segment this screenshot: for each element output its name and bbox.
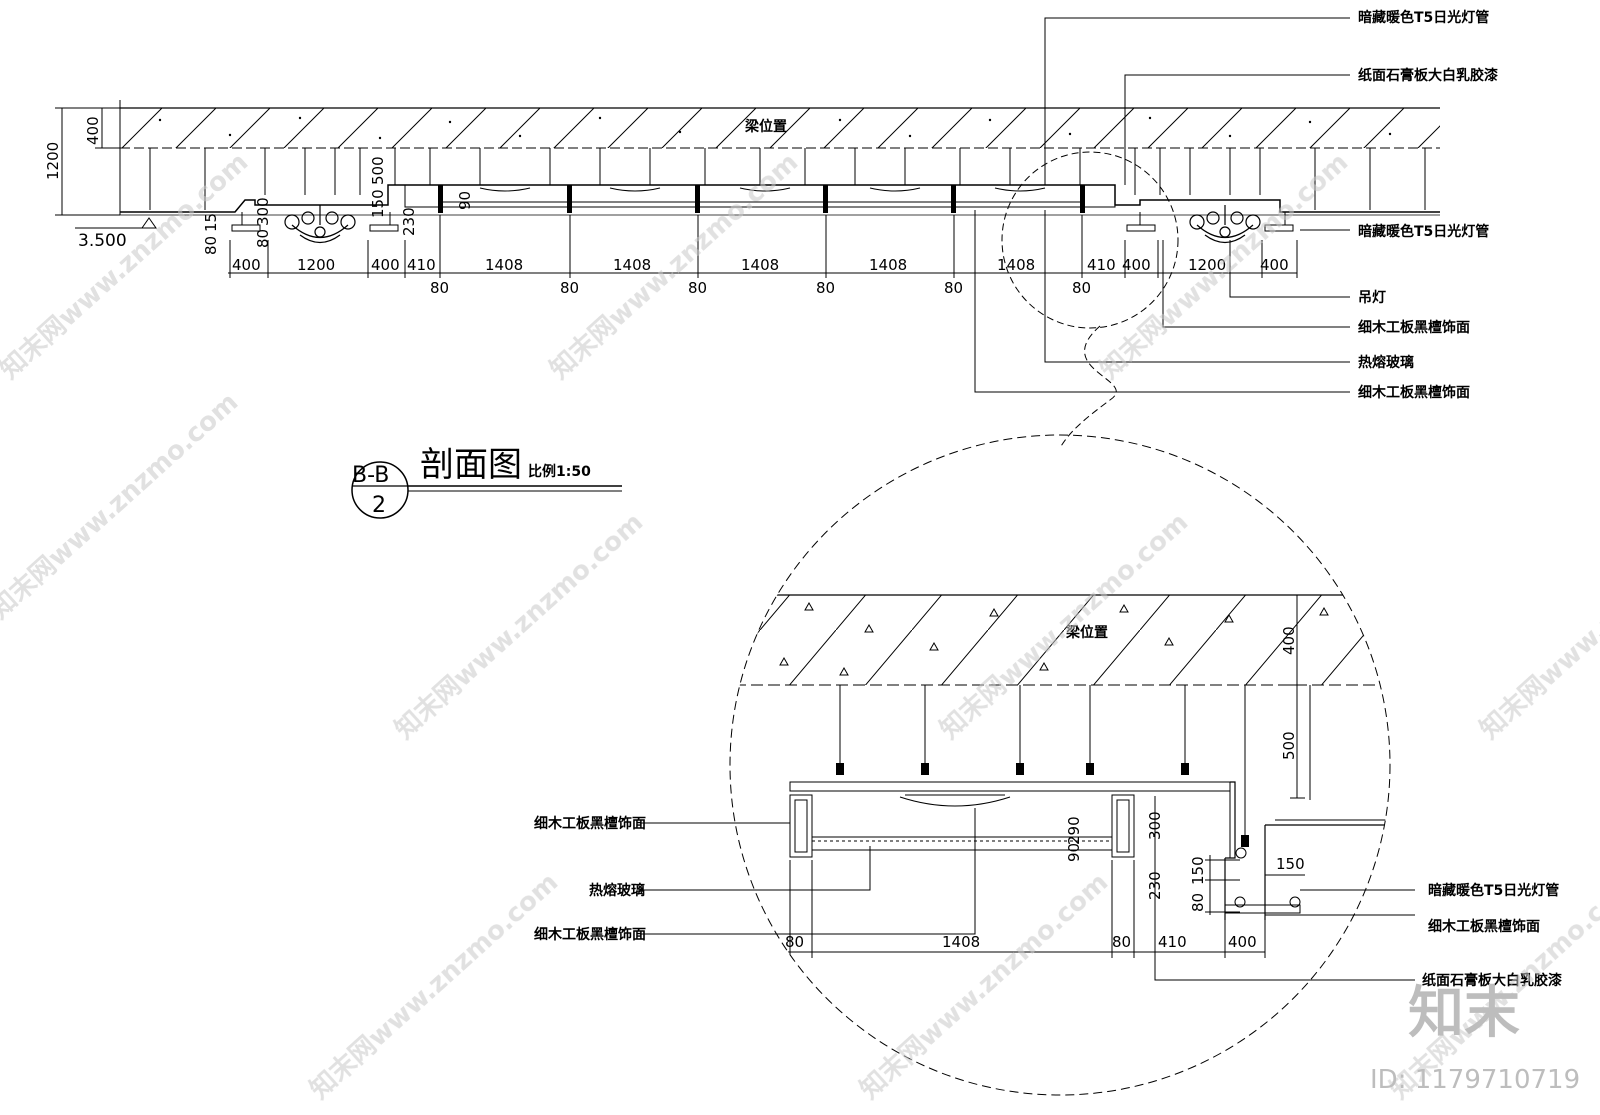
svg-text:500: 500 (1280, 731, 1298, 760)
svg-text:梁位置: 梁位置 (1065, 624, 1108, 641)
svg-text:纸面石膏板大白乳胶漆: 纸面石膏板大白乳胶漆 (1358, 67, 1498, 84)
svg-text:80: 80 (785, 933, 804, 951)
marker-bottom: 2 (372, 493, 386, 518)
svg-text:热熔玻璃: 热熔玻璃 (1358, 354, 1414, 371)
svg-text:细木工板黑檀饰面: 细木工板黑檀饰面 (534, 926, 646, 943)
dim-230: 230 (400, 207, 418, 236)
detail-labels: 细木工板黑檀饰面 热熔玻璃 细木工板黑檀饰面 暗藏暖色T5日光灯管 细木工板黑檀… (534, 815, 1562, 989)
svg-text:80: 80 (944, 279, 963, 297)
brand-logo: 知末 (1408, 981, 1520, 1046)
svg-text:80: 80 (816, 279, 835, 297)
svg-text:150: 150 (1189, 856, 1207, 885)
detail-leaders (640, 796, 1415, 981)
svg-text:400: 400 (232, 256, 261, 274)
svg-text:纸面石膏板大白乳胶漆: 纸面石膏板大白乳胶漆 (1422, 972, 1562, 989)
svg-text:400: 400 (1280, 626, 1298, 655)
svg-text:400: 400 (371, 256, 400, 274)
aggregate-dots (158, 116, 1392, 140)
svg-text:410: 410 (407, 256, 436, 274)
beam-label: 梁位置 (744, 118, 787, 135)
dim-left-400: 400 (84, 116, 102, 145)
svg-text:1408: 1408 (997, 256, 1035, 274)
watermark-text: 知末网www.znzmo.com (305, 867, 565, 1105)
svg-text:吊灯: 吊灯 (1358, 289, 1386, 306)
svg-text:1408: 1408 (741, 256, 779, 274)
svg-text:80: 80 (560, 279, 579, 297)
svg-text:400: 400 (1228, 933, 1257, 951)
dim-80a: 80 (202, 236, 220, 255)
watermark-text: 知末网www.znzmo.com (390, 507, 650, 745)
svg-text:400: 400 (1122, 256, 1151, 274)
dim-300: 300 (254, 197, 272, 226)
svg-text:90: 90 (1065, 843, 1083, 862)
svg-text:1200: 1200 (1188, 256, 1226, 274)
hanger-rods (149, 148, 1426, 210)
detail-hangers (839, 685, 1311, 840)
detail-slab (730, 595, 1390, 685)
dim-90: 90 (456, 191, 474, 210)
svg-text:细木工板黑檀饰面: 细木工板黑檀饰面 (1358, 319, 1470, 336)
hanger-clips (836, 763, 1249, 847)
section-scale: 比例1:50 (528, 463, 591, 480)
svg-text:80: 80 (1112, 933, 1131, 951)
dim-left-1200: 1200 (44, 142, 62, 180)
svg-text:1408: 1408 (869, 256, 907, 274)
wood-posts (438, 185, 1085, 213)
svg-text:290: 290 (1065, 816, 1083, 845)
leader-lines (974, 17, 1350, 393)
chandelier-icon (1189, 205, 1261, 244)
svg-text:410: 410 (1158, 933, 1187, 951)
concrete-slab (120, 108, 1440, 148)
svg-text:1200: 1200 (297, 256, 335, 274)
svg-text:150: 150 (1276, 855, 1305, 873)
dim-15: 15 (202, 213, 220, 232)
svg-text:1408: 1408 (942, 933, 980, 951)
section-title: 剖面图 (420, 445, 522, 485)
watermark-text: 知末网www.znzmo.com (0, 387, 244, 625)
svg-text:暗藏暖色T5日光灯管: 暗藏暖色T5日光灯管 (1358, 9, 1489, 26)
bottom-dim-chain (228, 215, 1298, 278)
detail-dim-lines (785, 594, 1305, 958)
dim-150: 150 (369, 189, 387, 218)
t5-lamps (479, 187, 1046, 192)
svg-text:细木工板黑檀饰面: 细木工板黑檀饰面 (1428, 918, 1540, 935)
watermark-text: 知末网www.znzmo.com (1475, 507, 1600, 745)
svg-text:80: 80 (1072, 279, 1091, 297)
detail-enlargement: 400 500 290 90 300 230 80 150 150 80 140… (534, 434, 1562, 1096)
fused-glass (811, 836, 1113, 851)
svg-text:1408: 1408 (485, 256, 523, 274)
svg-text:80: 80 (430, 279, 449, 297)
detail-callout-circle (1001, 151, 1179, 329)
svg-text:80: 80 (688, 279, 707, 297)
watermark-text: 知末网www.znzmo.com (0, 147, 254, 385)
left-dim-lines (55, 107, 120, 216)
upper-section: 梁位置 (44, 9, 1498, 449)
svg-text:3.500: 3.500 (78, 231, 127, 251)
svg-text:410: 410 (1087, 256, 1116, 274)
dim-500: 500 (369, 156, 387, 185)
svg-text:热熔玻璃: 热熔玻璃 (589, 882, 645, 899)
bottom-dim-values: 400 1200 400 410 1408 1408 1408 1408 140… (232, 256, 1289, 297)
svg-text:80: 80 (1189, 893, 1207, 912)
svg-text:细木工板黑檀饰面: 细木工板黑檀饰面 (534, 815, 646, 832)
svg-text:细木工板黑檀饰面: 细木工板黑檀饰面 (1358, 384, 1470, 401)
svg-text:暗藏暖色T5日光灯管: 暗藏暖色T5日光灯管 (1358, 223, 1489, 240)
watermark-text: 知末网www.znzmo.com (855, 867, 1115, 1105)
marker-top: B-B (352, 463, 389, 488)
dim-80b: 80 (254, 229, 272, 248)
chandelier-icon (284, 205, 356, 244)
image-id: ID: 1179710719 (1370, 1065, 1580, 1095)
svg-text:400: 400 (1260, 256, 1289, 274)
svg-text:1408: 1408 (613, 256, 651, 274)
section-title-block: B-B 2 剖面图 比例1:50 (351, 445, 622, 519)
leader-labels: 暗藏暖色T5日光灯管 纸面石膏板大白乳胶漆 暗藏暖色T5日光灯管 吊灯 细木工板… (1358, 9, 1498, 401)
level-mark: 3.500 (75, 217, 157, 251)
svg-text:暗藏暖色T5日光灯管: 暗藏暖色T5日光灯管 (1428, 882, 1559, 899)
side-coves (231, 212, 1294, 232)
